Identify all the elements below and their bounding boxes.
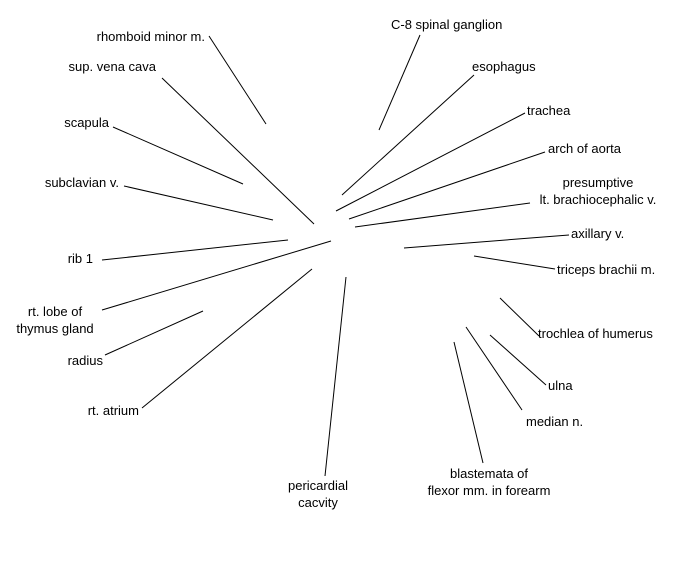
label-sup-vena-cava: sup. vena cava xyxy=(68,59,156,74)
label-esophagus: esophagus xyxy=(472,59,536,74)
leader-axillary-v xyxy=(403,234,570,249)
label-axillary-v: axillary v. xyxy=(571,226,625,241)
leader-c8-ganglion xyxy=(378,34,421,131)
label-radius: radius xyxy=(67,353,103,368)
leader-scapula xyxy=(112,126,244,185)
label-arch-of-aorta: arch of aorta xyxy=(548,141,621,156)
leader-esophagus xyxy=(341,74,475,196)
leader-radius xyxy=(104,310,204,356)
leader-sup-vena-cava xyxy=(161,77,315,225)
leader-rib-1 xyxy=(101,239,289,261)
label-blastemata-line2: flexor mm. in forearm xyxy=(427,483,551,498)
label-pericardial-line1: pericardial xyxy=(288,478,348,493)
label-rhomboid-minor: rhomboid minor m. xyxy=(96,29,205,44)
label-rib-1: rib 1 xyxy=(67,251,93,266)
label-thymus: rt. lobe of thymus gland xyxy=(2,303,108,337)
label-blastemata-line1: blastemata of xyxy=(449,466,529,481)
leader-blastemata xyxy=(453,341,484,464)
label-brachiocephalic-line2: lt. brachiocephalic v. xyxy=(539,192,657,207)
label-median-n: median n. xyxy=(526,414,584,429)
leader-thymus xyxy=(101,240,332,311)
label-thymus-line2: thymus gland xyxy=(16,321,94,336)
label-subclavian-v: subclavian v. xyxy=(44,175,119,190)
leader-trachea xyxy=(335,112,526,212)
label-brachiocephalic-line1: presumptive xyxy=(562,175,634,190)
leader-pericardial xyxy=(324,276,347,477)
leader-brachiocephalic xyxy=(354,202,531,228)
label-c8-ganglion: C-8 spinal ganglion xyxy=(391,17,503,32)
label-rt-atrium: rt. atrium xyxy=(87,403,139,418)
label-triceps: triceps brachii m. xyxy=(557,262,656,277)
label-brachiocephalic: presumptive lt. brachiocephalic v. xyxy=(528,174,668,208)
leader-rhomboid-minor xyxy=(208,35,267,125)
leader-subclavian-v xyxy=(123,185,274,221)
label-trochlea: trochlea of humerus xyxy=(538,326,653,341)
leader-ulna xyxy=(489,334,547,386)
label-blastemata: blastemata of flexor mm. in forearm xyxy=(413,465,565,499)
leader-trochlea xyxy=(499,297,540,337)
label-ulna: ulna xyxy=(548,378,573,393)
label-thymus-line1: rt. lobe of xyxy=(27,304,83,319)
leader-median-n xyxy=(465,326,523,411)
label-pericardial: pericardial cacvity xyxy=(268,477,368,511)
leader-arch-of-aorta xyxy=(348,151,546,220)
leader-triceps xyxy=(473,255,556,270)
label-trachea: trachea xyxy=(527,103,571,118)
leader-rt-atrium xyxy=(141,268,313,409)
label-scapula: scapula xyxy=(64,115,109,130)
label-pericardial-line2: cacvity xyxy=(298,495,338,510)
